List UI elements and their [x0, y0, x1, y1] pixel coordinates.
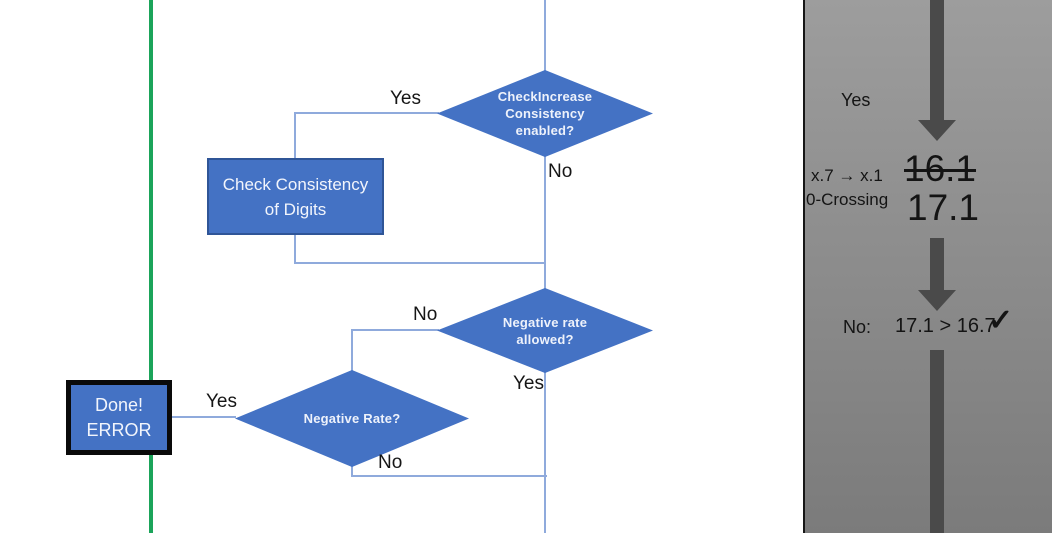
example-panel: Yes x.7 → x.1 0-Crossing 16.1 17.1 No: 1… [803, 0, 1052, 533]
down-arrow-1-shaft [930, 0, 944, 121]
decision-text-line: Negative Rate? [303, 411, 401, 426]
down-arrow-2-head-icon [918, 290, 956, 311]
panel-crossing-rule: x.7 → x.1 [811, 166, 883, 185]
decision-check-increase-enabled: CheckIncrease Consistency enabled? [437, 70, 653, 157]
decision-text-line: Negative rate [502, 314, 588, 330]
branch-label-d1-yes: Yes [390, 88, 421, 109]
down-arrow-2-shaft [930, 238, 944, 291]
green-divider-line [149, 0, 153, 533]
panel-new-value: 17.1 [907, 187, 980, 228]
panel-comparison: 17.1 > 16.7 [895, 315, 996, 337]
connector-center-vertical [544, 0, 546, 533]
panel-no-label: No: [843, 317, 872, 337]
decision-text-line: Consistency [505, 106, 585, 121]
decision-text-line: enabled? [515, 123, 575, 138]
down-arrow-1-head-icon [918, 120, 956, 141]
branch-label-d3-yes: Yes [206, 391, 237, 412]
branch-label-d2-no: No [413, 304, 438, 325]
connector-d3-no-vertical [351, 466, 353, 477]
connector-d2-no-horizontal [351, 329, 439, 331]
panel-old-value-strikethrough: 16.1 [904, 148, 977, 189]
checkmark-icon: ✓ [988, 304, 1014, 337]
terminator-text-line: Done! [94, 394, 144, 415]
branch-label-d3-no: No [378, 452, 403, 473]
branch-label-d2-yes: Yes [513, 373, 544, 394]
decision-negative-rate-allowed: Negative rate allowed? [437, 288, 653, 373]
down-arrow-3-shaft [930, 350, 944, 533]
process-text-line: of Digits [264, 199, 327, 219]
decision-negative-rate: Negative Rate? [235, 370, 469, 467]
panel-crossing-label: 0-Crossing [806, 190, 889, 209]
process-text-line: Check Consistency [222, 174, 369, 194]
connector-d3-no-horizontal [351, 475, 547, 477]
connector-d2-no-vertical [351, 329, 353, 373]
connector-d1-yes-horizontal [294, 112, 439, 114]
connector-rect-out-horizontal [294, 262, 546, 264]
decision-text-line: CheckIncrease [497, 89, 593, 104]
connector-rect-out-vertical [294, 233, 296, 264]
process-check-consistency: Check Consistency of Digits [207, 158, 384, 235]
connector-d1-yes-vertical [294, 112, 296, 160]
connector-d3-yes-horizontal [170, 416, 236, 418]
terminator-done-error: Done! ERROR [66, 380, 172, 455]
terminator-text-line: ERROR [86, 419, 152, 440]
branch-label-d1-no: No [548, 161, 573, 182]
panel-yes-label: Yes [841, 90, 871, 110]
decision-text-line: allowed? [516, 331, 574, 347]
